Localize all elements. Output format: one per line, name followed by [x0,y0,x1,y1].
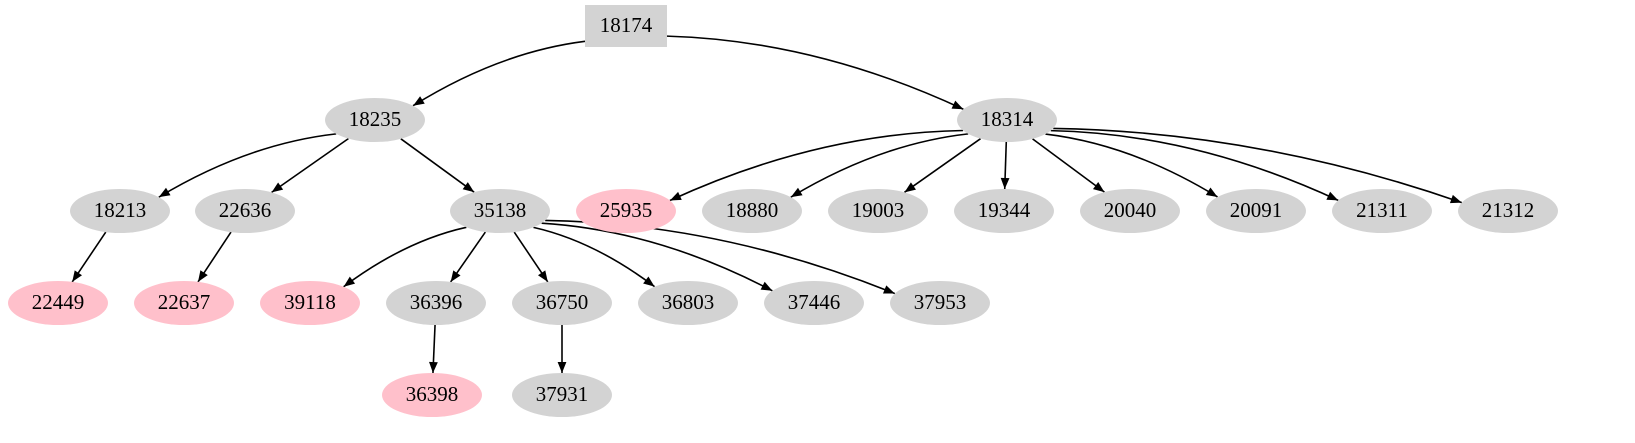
graph-node-20040[interactable]: 20040 [1080,189,1180,233]
arrowhead-18314-to-21312 [1449,194,1462,204]
node-layer: 18174 18235 18314 18213 22636 35138 25935 18880… [8,5,1558,417]
node-shape-37953[interactable] [890,281,990,325]
graph-node-18235[interactable]: 18235 [325,98,425,142]
edge-18314-to-20091 [1045,133,1218,198]
arrowhead-18314-to-19003 [904,182,916,193]
graph-node-22636[interactable]: 22636 [195,189,295,233]
edge-18314-to-20040 [1032,138,1105,193]
node-shape-18314[interactable] [957,98,1057,142]
arrowhead-18314-to-20040 [1092,182,1105,193]
arrowhead-18235-to-18213 [158,187,171,198]
edge-35138-to-36803 [533,226,656,288]
graph-node-36396[interactable]: 36396 [386,281,486,325]
edge-18174-to-18314 [666,35,964,110]
arrowhead-18314-to-25935 [669,191,682,201]
node-shape-20040[interactable] [1080,189,1180,233]
edge-18314-to-25935 [669,129,964,202]
node-shape-19003[interactable] [828,189,928,233]
arrowhead-18314-to-20091 [1205,187,1218,197]
edge-35138-to-37953 [545,219,896,295]
edge-18314-to-18880 [790,133,969,198]
edge-18314-to-21312 [1053,127,1463,204]
graph-node-21311[interactable]: 21311 [1332,189,1432,233]
node-shape-22637[interactable] [134,281,234,325]
arrowhead-35138-to-36803 [643,276,655,287]
edge-18235-to-22636 [271,137,349,194]
graph-node-37446[interactable]: 37446 [764,281,864,325]
node-shape-18235[interactable] [325,98,425,142]
edge-18174-to-18235 [412,40,586,107]
node-shape-25935[interactable] [576,189,676,233]
arrowhead-35138-to-36396 [450,270,461,282]
node-shape-35138[interactable] [450,189,550,233]
graph-node-18213[interactable]: 18213 [70,189,170,233]
node-shape-20091[interactable] [1206,189,1306,233]
graph-node-36750[interactable]: 36750 [512,281,612,325]
arrowhead-22636-to-22637 [198,270,208,282]
arrowhead-18174-to-18235 [413,96,425,106]
arrowhead-35138-to-37953 [882,285,895,294]
edge-18235-to-35138 [400,138,475,193]
arrowhead-35138-to-39118 [343,276,356,287]
graph-node-36398[interactable]: 36398 [382,373,482,417]
arrowhead-18174-to-18314 [951,100,964,110]
node-shape-36396[interactable] [386,281,486,325]
edge-18235-to-18213 [158,133,337,198]
node-shape-36398[interactable] [382,373,482,417]
node-shape-21311[interactable] [1332,189,1432,233]
node-shape-37446[interactable] [764,281,864,325]
node-shape-22449[interactable] [8,281,108,325]
graph-node-18880[interactable]: 18880 [702,189,802,233]
arrowhead-36750-to-37931 [557,362,567,373]
graph-node-21312[interactable]: 21312 [1458,189,1558,233]
graph-node-19003[interactable]: 19003 [828,189,928,233]
node-shape-37931[interactable] [512,373,612,417]
node-shape-18213[interactable] [70,189,170,233]
arrowhead-18235-to-22636 [271,182,284,193]
graph-node-39118[interactable]: 39118 [260,281,360,325]
graph-node-19344[interactable]: 19344 [954,189,1054,233]
graph-node-22449[interactable]: 22449 [8,281,108,325]
arrowhead-18314-to-19344 [1000,177,1010,190]
node-shape-19344[interactable] [954,189,1054,233]
graph-node-25935[interactable]: 25935 [576,189,676,233]
graph-node-37953[interactable]: 37953 [890,281,990,325]
arrowhead-35138-to-37446 [760,281,773,291]
graph-node-18314[interactable]: 18314 [957,98,1057,142]
arrowhead-18314-to-21311 [1326,191,1339,201]
graph-node-35138[interactable]: 35138 [450,189,550,233]
arrowhead-35138-to-36750 [537,270,548,282]
graph-node-20091[interactable]: 20091 [1206,189,1306,233]
arrowhead-18235-to-35138 [462,182,475,193]
edge-18314-to-21311 [1050,129,1339,202]
node-shape-36750[interactable] [512,281,612,325]
edge-18314-to-19003 [903,138,982,193]
node-shape-21312[interactable] [1458,189,1558,233]
node-shape-18174[interactable] [585,5,667,47]
graph-node-22637[interactable]: 22637 [134,281,234,325]
arrowhead-18314-to-18880 [790,187,803,198]
node-shape-22636[interactable] [195,189,295,233]
graph-node-18174[interactable]: 18174 [585,5,667,47]
node-shape-36803[interactable] [638,281,738,325]
edge-35138-to-39118 [343,226,467,288]
edge-35138-to-37446 [541,222,773,292]
arrowhead-18213-to-22449 [72,270,83,282]
node-shape-39118[interactable] [260,281,360,325]
edge-layer [71,35,1463,374]
node-shape-18880[interactable] [702,189,802,233]
arrowhead-36396-to-36398 [429,361,438,374]
graph-node-36803[interactable]: 36803 [638,281,738,325]
graph-node-37931[interactable]: 37931 [512,373,612,417]
